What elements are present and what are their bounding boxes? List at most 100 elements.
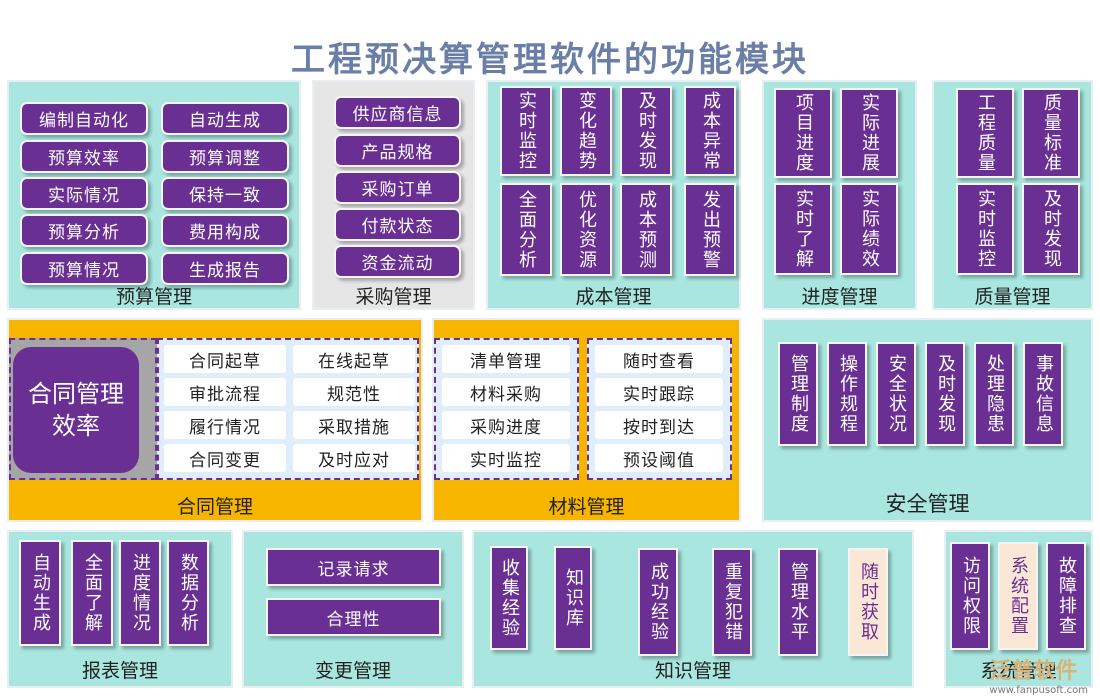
progress-item-text: 实际绩效 <box>859 189 880 269</box>
safety-item[interactable]: 处理隐患 <box>974 342 1014 446</box>
material-item[interactable]: 实时跟踪 <box>595 378 723 406</box>
report-item-text: 数据分析 <box>178 553 199 633</box>
budget-item[interactable]: 预算情况 <box>20 252 148 285</box>
quality-item[interactable]: 及时发现 <box>1022 183 1080 275</box>
progress-item-text: 项目进度 <box>793 93 814 173</box>
procurement-item[interactable]: 资金流动 <box>334 245 461 278</box>
contract-item[interactable]: 履行情况 <box>164 411 286 439</box>
budget-item[interactable]: 预算调整 <box>161 140 289 173</box>
safety-item-text: 管理制度 <box>788 354 809 434</box>
knowledge-panel: 收集经验 知识库 成功经验 重复犯错 管理水平 随时获取 知识管理 <box>472 530 914 688</box>
progress-panel: 项目进度 实际进展 实时了解 实际绩效 进度管理 <box>762 80 917 310</box>
budget-label: 预算管理 <box>115 286 192 308</box>
knowledge-item[interactable]: 管理水平 <box>778 548 818 656</box>
quality-item-text: 实时监控 <box>975 189 996 269</box>
report-item-text: 自动生成 <box>30 553 51 633</box>
safety-item[interactable]: 操作规程 <box>827 342 867 446</box>
budget-item[interactable]: 保持一致 <box>161 177 289 210</box>
knowledge-item[interactable]: 成功经验 <box>638 548 678 656</box>
material-item[interactable]: 实时监控 <box>442 444 570 472</box>
contract-item[interactable]: 合同起草 <box>164 345 286 373</box>
change-label: 变更管理 <box>314 660 391 682</box>
report-item[interactable]: 数据分析 <box>167 540 209 646</box>
report-item[interactable]: 进度情况 <box>119 540 161 646</box>
system-item[interactable]: 访问权限 <box>950 542 990 650</box>
procurement-item[interactable]: 供应商信息 <box>334 96 461 129</box>
contract-item[interactable]: 及时应对 <box>293 444 415 472</box>
report-item[interactable]: 自动生成 <box>19 540 61 646</box>
cost-item[interactable]: 全面分析 <box>500 183 552 276</box>
contract-item[interactable]: 合同变更 <box>164 444 286 472</box>
report-item[interactable]: 全面了解 <box>71 540 113 646</box>
quality-item[interactable]: 实时监控 <box>956 183 1014 275</box>
budget-item[interactable]: 实际情况 <box>20 177 148 210</box>
procurement-item[interactable]: 采购订单 <box>334 171 461 204</box>
budget-item[interactable]: 生成报告 <box>161 252 289 285</box>
progress-item[interactable]: 实际进展 <box>840 88 898 178</box>
safety-item[interactable]: 及时发现 <box>925 342 965 446</box>
material-item[interactable]: 清单管理 <box>442 345 570 373</box>
cost-item[interactable]: 成本预测 <box>620 183 672 276</box>
budget-item[interactable]: 预算效率 <box>20 140 148 173</box>
contract-efficiency-box[interactable]: 合同管理效率 <box>13 347 139 473</box>
cost-item-text: 全面分析 <box>516 189 537 270</box>
material-item[interactable]: 按时到达 <box>595 411 723 439</box>
contract-efficiency-group: 合同管理效率 <box>9 338 157 480</box>
cost-item[interactable]: 实时监控 <box>500 86 552 176</box>
material-left-group: 清单管理 材料采购 采购进度 实时监控 <box>434 338 579 480</box>
cost-item-text: 成本异常 <box>700 91 721 171</box>
knowledge-item[interactable]: 收集经验 <box>490 546 528 650</box>
material-item[interactable]: 随时查看 <box>595 345 723 373</box>
progress-item[interactable]: 项目进度 <box>774 88 832 178</box>
knowledge-label: 知识管理 <box>654 660 731 682</box>
cost-item-text: 优化资源 <box>576 189 597 270</box>
watermark-brand: 泛普软件 <box>989 659 1078 684</box>
knowledge-item[interactable]: 随时获取 <box>848 548 888 656</box>
knowledge-item-text: 随时获取 <box>858 562 879 642</box>
material-label: 材料管理 <box>548 496 625 518</box>
procurement-item[interactable]: 付款状态 <box>334 208 461 241</box>
cost-item[interactable]: 成本异常 <box>684 86 736 176</box>
budget-item[interactable]: 费用构成 <box>161 214 289 247</box>
contract-panel: 合同管理效率 合同起草 在线起草 审批流程 规范性 履行情况 采取措施 合同变更… <box>7 318 423 522</box>
cost-item-text: 实时监控 <box>516 91 537 171</box>
progress-item[interactable]: 实际绩效 <box>840 183 898 275</box>
system-label: 系统管理 <box>980 660 1057 682</box>
quality-item-text: 工程质量 <box>975 93 996 173</box>
cost-item-text: 发出预警 <box>700 189 721 270</box>
change-panel: 记录请求 合理性 变更管理 <box>242 530 464 688</box>
budget-item[interactable]: 自动生成 <box>161 102 289 135</box>
material-item[interactable]: 采购进度 <box>442 411 570 439</box>
cost-item[interactable]: 优化资源 <box>560 183 612 276</box>
change-item[interactable]: 记录请求 <box>266 548 441 586</box>
quality-item[interactable]: 工程质量 <box>956 88 1014 178</box>
safety-item[interactable]: 管理制度 <box>778 342 818 446</box>
progress-item[interactable]: 实时了解 <box>774 183 832 275</box>
system-item[interactable]: 故障排查 <box>1046 542 1086 650</box>
change-item[interactable]: 合理性 <box>266 598 441 636</box>
system-item-text: 故障排查 <box>1056 556 1077 636</box>
cost-item[interactable]: 变化趋势 <box>560 86 612 176</box>
knowledge-item[interactable]: 知识库 <box>554 546 592 650</box>
cost-item[interactable]: 及时发现 <box>620 86 672 176</box>
cost-item[interactable]: 发出预警 <box>684 183 736 276</box>
safety-item[interactable]: 事故信息 <box>1023 342 1063 446</box>
material-item[interactable]: 预设阈值 <box>595 444 723 472</box>
contract-item[interactable]: 规范性 <box>293 378 415 406</box>
contract-item[interactable]: 采取措施 <box>293 411 415 439</box>
system-item-text: 访问权限 <box>960 556 981 636</box>
knowledge-item[interactable]: 重复犯错 <box>712 548 752 656</box>
contract-item[interactable]: 审批流程 <box>164 378 286 406</box>
report-item-text: 全面了解 <box>82 553 103 633</box>
progress-label: 进度管理 <box>801 286 878 308</box>
contract-item[interactable]: 在线起草 <box>293 345 415 373</box>
safety-item[interactable]: 安全状况 <box>876 342 916 446</box>
material-item[interactable]: 材料采购 <box>442 378 570 406</box>
contract-items-group: 合同起草 在线起草 审批流程 规范性 履行情况 采取措施 合同变更 及时应对 <box>157 338 419 480</box>
watermark-logo: 泛普软件 www.fanpusoft.com <box>989 653 1088 696</box>
quality-item[interactable]: 质量标准 <box>1022 88 1080 178</box>
system-item[interactable]: 系统配置 <box>998 542 1038 650</box>
procurement-item[interactable]: 产品规格 <box>334 134 461 167</box>
budget-item[interactable]: 编制自动化 <box>20 102 148 135</box>
budget-item[interactable]: 预算分析 <box>20 214 148 247</box>
